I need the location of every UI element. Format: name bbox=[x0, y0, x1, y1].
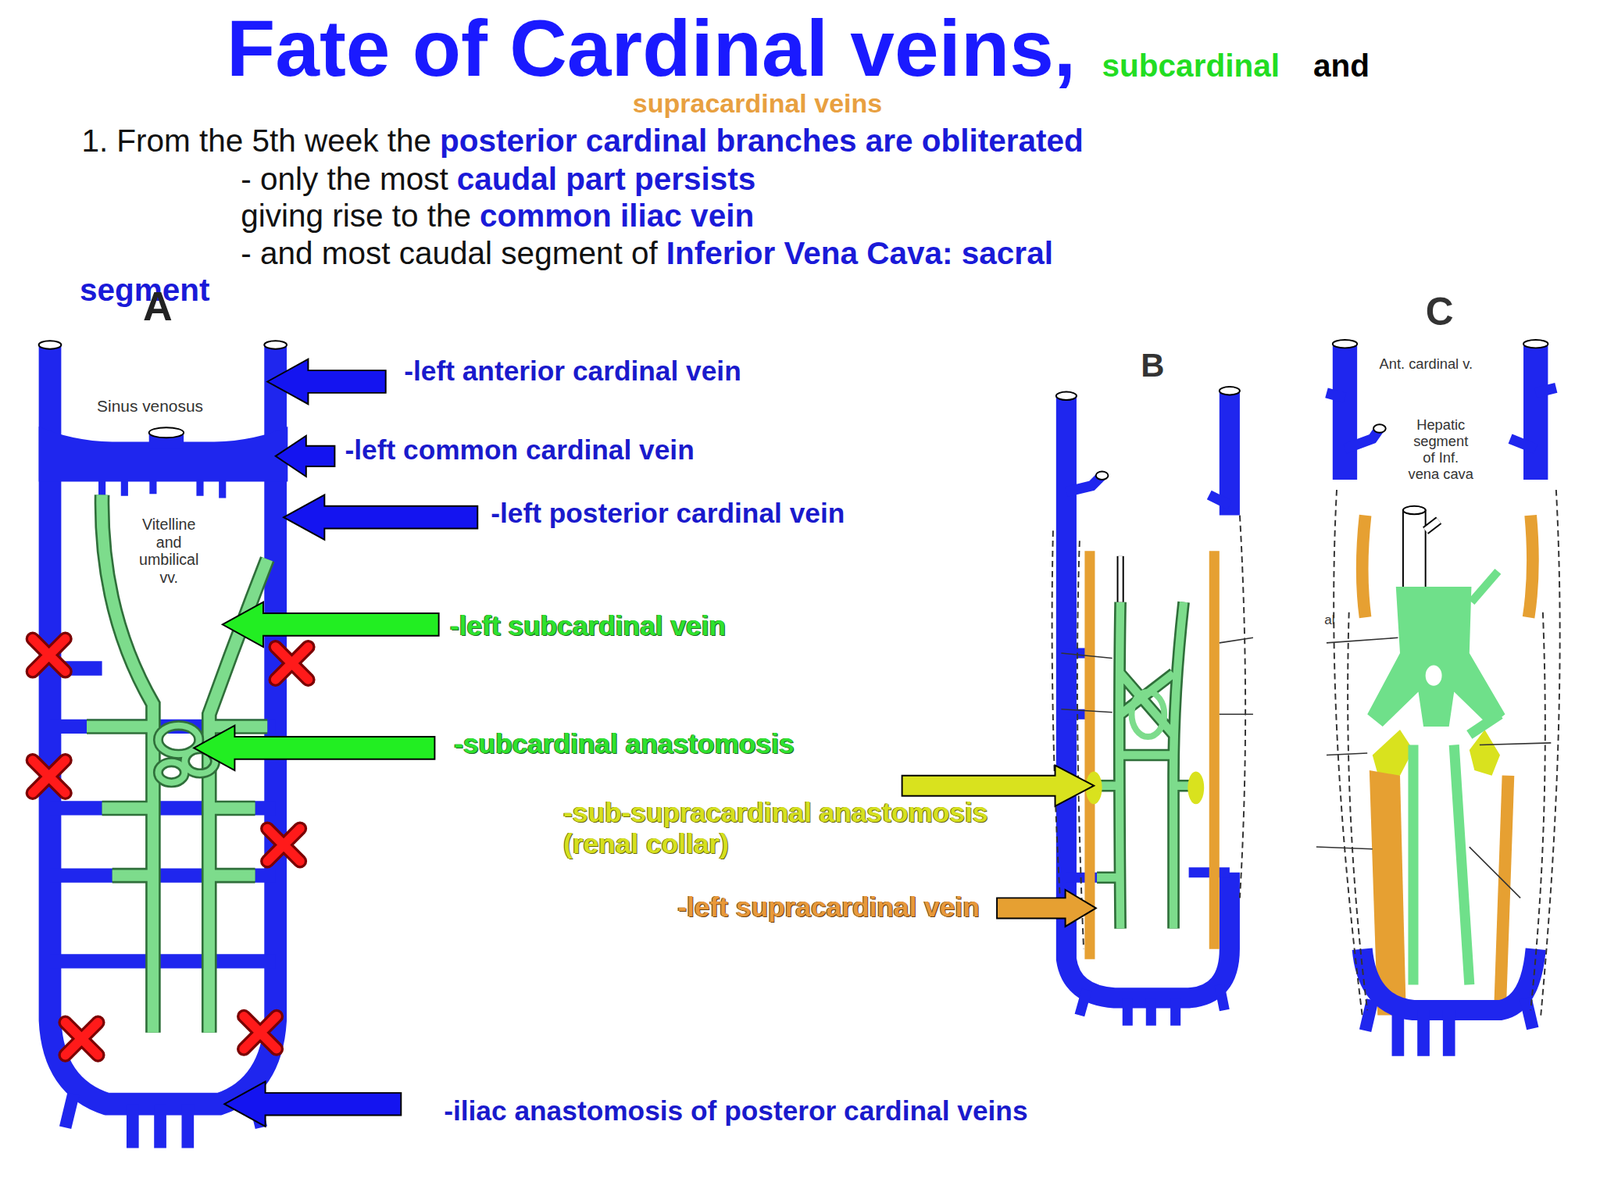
body-text: From the 5th week the bbox=[116, 122, 432, 159]
leader-lines bbox=[1060, 637, 1254, 715]
subcardinal-outline bbox=[1092, 602, 1200, 929]
supracardinal-veins bbox=[1089, 550, 1215, 959]
sinus-venosus bbox=[39, 426, 289, 483]
vessel-opening bbox=[1096, 471, 1109, 479]
vessel-opening bbox=[1332, 339, 1358, 348]
subcardinal-remnants bbox=[1413, 714, 1500, 985]
emphasis-text: Inferior Vena Cava: sacral bbox=[666, 235, 1054, 272]
renal-collar bbox=[1187, 771, 1204, 804]
emphasis-text: common iliac vein bbox=[479, 196, 754, 233]
vitelline-stubs bbox=[102, 479, 223, 499]
pointer-arrow bbox=[224, 1081, 401, 1126]
body-text: 1. bbox=[82, 122, 109, 159]
callout-label: -iliac anastomosis of posteror cardinal … bbox=[443, 1095, 1028, 1128]
panel-letter: B bbox=[1140, 346, 1165, 385]
structure-label: al bbox=[1324, 612, 1335, 629]
callout-label: -left common cardinal vein bbox=[345, 434, 695, 467]
iliac-anastomosis bbox=[1362, 949, 1536, 1011]
callout-label: -sub-supracardinal anastomosis (renal co… bbox=[563, 796, 1013, 861]
body-text: - only the most bbox=[240, 160, 449, 197]
callout-label: -subcardinal anastomosis bbox=[453, 728, 794, 761]
leader-lines bbox=[1316, 637, 1551, 898]
hepatic-segment bbox=[1118, 556, 1123, 603]
structure-label: Vitelline and umbilical vv. bbox=[130, 515, 208, 586]
pointer-arrow bbox=[996, 889, 1097, 927]
pointer-arrow bbox=[267, 359, 386, 404]
body-line: - and most caudal segment ofInferior Ven… bbox=[240, 234, 1062, 273]
vessel-opening bbox=[1219, 386, 1240, 395]
caudal-tributaries bbox=[1079, 984, 1225, 1025]
x-mark-outline bbox=[32, 639, 309, 1056]
anastomosis-loop bbox=[1131, 692, 1165, 737]
subcardinal-ivc-segment bbox=[1367, 586, 1505, 727]
hepatic-branch bbox=[1425, 520, 1440, 531]
body-line: giving rise to thecommon iliac vein bbox=[240, 196, 763, 235]
hepatic-segment-outline bbox=[1117, 556, 1125, 603]
structure-label: Ant. cardinal v. bbox=[1377, 356, 1475, 373]
body-line: - only the mostcaudal part persists bbox=[240, 159, 765, 198]
vessel-opening bbox=[39, 340, 62, 349]
anastomosis-loop bbox=[157, 762, 185, 783]
title-part: and bbox=[1313, 46, 1370, 84]
anastomosis-loop bbox=[157, 762, 185, 783]
vessel-opening bbox=[1056, 392, 1077, 400]
x-mark bbox=[32, 639, 309, 1056]
pointer-arrow bbox=[283, 494, 478, 540]
subcardinal-veins bbox=[1092, 602, 1200, 929]
vessel-opening bbox=[1403, 506, 1426, 515]
vessel-opening bbox=[264, 340, 287, 349]
callout-label: -left subcardinal vein bbox=[450, 609, 726, 642]
title-part: supracardinal veins bbox=[632, 89, 883, 120]
hepatic-ivc-tube bbox=[1403, 510, 1426, 592]
body-line: 1.From the 5th week theposterior cardina… bbox=[82, 121, 1093, 161]
callout-label: -left anterior cardinal vein bbox=[403, 355, 742, 388]
regressed-outline bbox=[1333, 489, 1560, 1016]
obliteration-marks bbox=[32, 639, 309, 1056]
panel-letter: C bbox=[1425, 289, 1454, 335]
panel-letter: A bbox=[142, 282, 173, 330]
vessel-gap bbox=[1425, 665, 1443, 686]
body-text: - and most caudal segment of bbox=[240, 235, 658, 272]
subcardinal-branch bbox=[1471, 571, 1498, 602]
callout-label: -left supracardinal vein bbox=[677, 891, 979, 924]
vessel-opening bbox=[1523, 339, 1548, 348]
renal-collar bbox=[1372, 729, 1500, 781]
structure-label: Sinus venosus bbox=[96, 396, 204, 416]
pointer-arrows bbox=[193, 359, 1097, 1127]
title-part: subcardinal bbox=[1102, 46, 1280, 84]
subcardinal-outline bbox=[86, 494, 268, 1033]
supracardinal-vein bbox=[1500, 775, 1508, 1011]
hepatic-branch-outline bbox=[1425, 520, 1440, 531]
emphasis-text: caudal part persists bbox=[457, 160, 757, 197]
slide-title: Fate of Cardinal veins, bbox=[226, 3, 1076, 95]
caudal-tributaries bbox=[1365, 997, 1533, 1056]
pointer-arrow bbox=[222, 602, 440, 647]
body-text: giving rise to the bbox=[240, 196, 472, 233]
vessel-opening bbox=[1373, 424, 1386, 433]
vessel-opening bbox=[149, 427, 184, 438]
pointer-arrow bbox=[275, 435, 336, 477]
pointer-arrow bbox=[193, 725, 435, 771]
emphasis-text: posterior cardinal branches are oblitera… bbox=[439, 122, 1084, 159]
structure-label: Hepatic segment of Inf. vena cava bbox=[1406, 416, 1476, 483]
subcardinal-veins bbox=[86, 494, 268, 1033]
callout-label: -left posterior cardinal vein bbox=[490, 497, 845, 530]
